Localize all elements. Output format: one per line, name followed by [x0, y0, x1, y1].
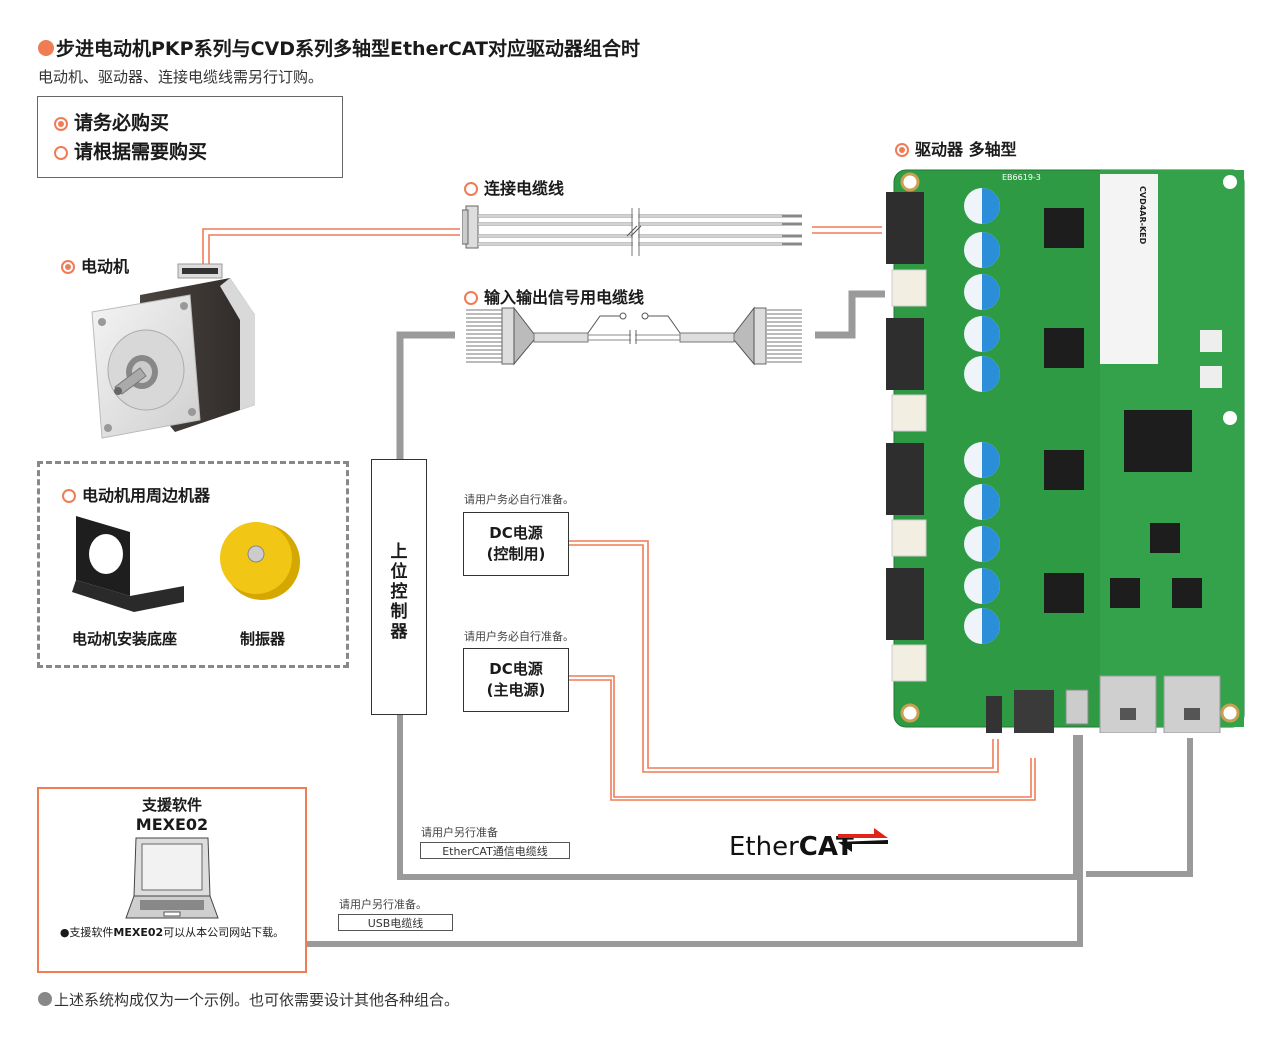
software-download-note: ●支援软件MEXE02可以从本公司网站下载。 — [59, 926, 285, 939]
usb-cable-note: 请用户另行准备。 — [339, 898, 427, 911]
legend-optional: 请根据需要购买 — [54, 137, 207, 164]
dc-main-note: 请用户务必自行准备。 — [464, 630, 574, 643]
dc-control-title: DC电源 — [489, 524, 543, 542]
ethercat-out-line — [1086, 738, 1193, 877]
footer-note: 上述系统构成仅为一个示例。也可依需要设计其他各种组合。 — [38, 989, 459, 1010]
required-mark-icon — [895, 143, 909, 157]
motor-cable-line — [202, 228, 460, 264]
io-cable-host-line — [396, 331, 455, 459]
usb-cable-tag: USB电缆线 — [338, 914, 453, 931]
ethercat-cable-note: 请用户另行准备 — [421, 826, 498, 839]
legend-required: 请务必购买 — [54, 108, 169, 135]
cable-driver-line — [812, 226, 882, 234]
dc-control-line — [569, 540, 999, 773]
host-controller-label: 上位控制器 — [390, 542, 408, 642]
io-cable-image — [466, 306, 802, 366]
stepper-motor-image — [91, 263, 255, 439]
dc-main-title: DC电源 — [489, 660, 543, 678]
required-mark-icon — [61, 260, 75, 274]
ethercat-cable-tag: EtherCAT通信电缆线 — [420, 842, 570, 859]
dc-control-power-box: DC电源 (控制用) — [463, 512, 569, 576]
ethercat-cable-line — [397, 715, 1079, 880]
ethercat-arrow-icon — [838, 828, 888, 852]
ethercat-logo: EtherCAT — [729, 832, 854, 862]
dc-main-power-box: DC电源 (主电源) — [463, 648, 569, 712]
motor-label: 电动机 — [61, 253, 129, 277]
io-cable-label: 输入输出信号用电缆线 — [464, 284, 644, 308]
connection-cable-image — [462, 205, 802, 256]
page-subtitle: 电动机、驱动器、连接电缆线需另行订购。 — [38, 68, 324, 86]
bullet-icon — [38, 40, 54, 56]
software-title: 支援软件 — [141, 796, 202, 814]
usb-cable-line — [307, 735, 1083, 947]
optional-mark-icon — [54, 146, 68, 160]
dc-main-line — [569, 675, 1036, 801]
driver-label: 驱动器 多轴型 — [895, 136, 1017, 160]
software-name: MEXE02 — [135, 815, 209, 834]
board-id-text: EB6619-3 — [1002, 173, 1041, 182]
driver-board-image: CVD4AR-KED EB6619-3 — [886, 169, 1245, 733]
motor-mounting-bracket-image — [72, 516, 184, 612]
laptop-icon — [125, 837, 219, 919]
dc-main-subtitle: (主电源) — [486, 681, 546, 699]
required-mark-icon — [54, 117, 68, 131]
io-cable-driver-line — [815, 290, 885, 339]
driver-model-text: CVD4AR-KED — [1138, 186, 1147, 245]
dc-control-subtitle: (控制用) — [486, 545, 546, 563]
connection-cable-label: 连接电缆线 — [464, 175, 564, 199]
damper-image — [220, 522, 300, 600]
optional-mark-icon — [62, 489, 76, 503]
legend-box: 请务必购买 请根据需要购买 — [37, 96, 343, 178]
bullet-icon — [38, 992, 52, 1006]
damper-label: 制振器 — [240, 630, 286, 648]
peripherals-box — [37, 461, 349, 668]
page-title: 步进电动机PKP系列与CVD系列多轴型EtherCAT对应驱动器组合时 — [38, 34, 640, 61]
bracket-label: 电动机安装底座 — [72, 630, 178, 648]
software-box: 支援软件 MEXE02 ●支援软件MEXE02可以从本公司网站下载。 — [37, 787, 307, 973]
optional-mark-icon — [464, 182, 478, 196]
peripherals-label: 电动机用周边机器 — [62, 482, 210, 506]
dc-control-note: 请用户务必自行准备。 — [464, 493, 574, 506]
optional-mark-icon — [464, 291, 478, 305]
host-controller-box: 上位控制器 — [371, 459, 427, 715]
